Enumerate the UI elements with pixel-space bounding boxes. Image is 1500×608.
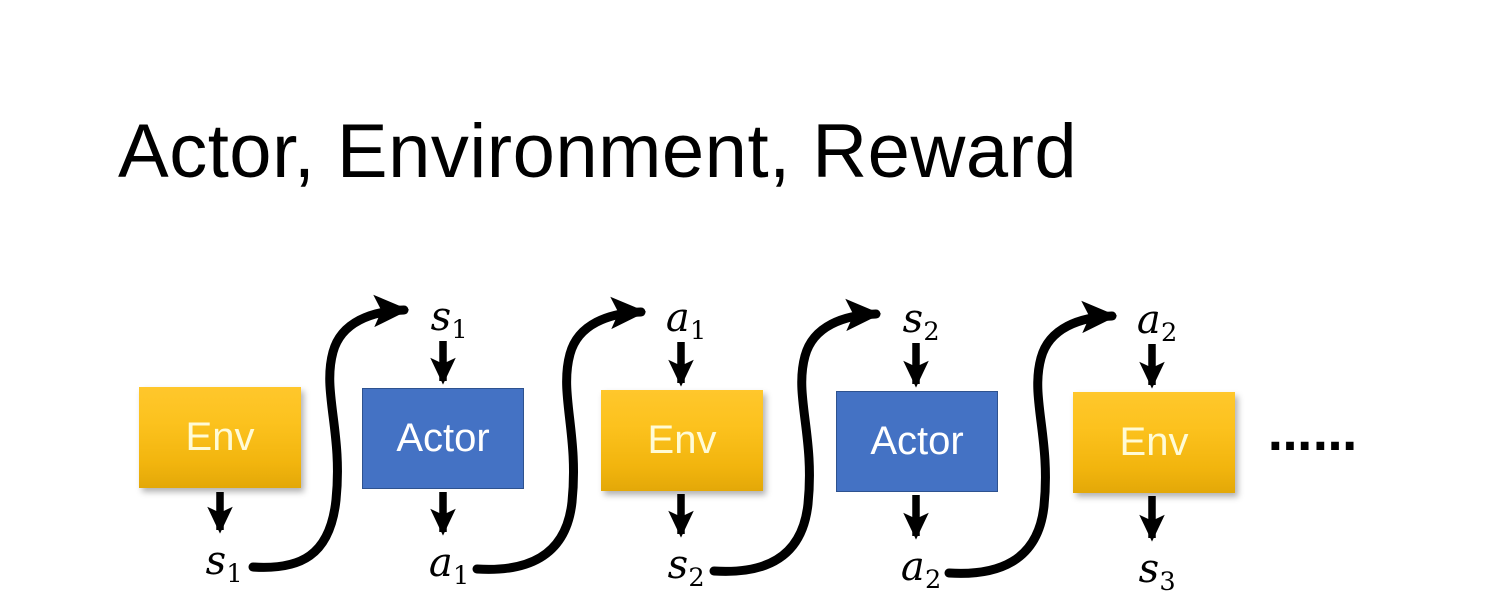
label-base: a <box>428 540 453 586</box>
curve-s1-to-actor1-input <box>248 294 410 572</box>
label-subscript: 2 <box>923 316 940 347</box>
label-subscript: 1 <box>226 558 243 589</box>
label-base: s <box>430 294 452 340</box>
label-to-node-arrows <box>430 341 1165 389</box>
label-subscript: 2 <box>925 564 942 595</box>
continuation-ellipsis: …… <box>1268 410 1358 461</box>
label-base: a <box>1136 297 1161 343</box>
label-base: s <box>902 296 924 342</box>
node-to-label-arrows <box>207 492 1165 542</box>
label-subscript: 1 <box>453 560 470 591</box>
node-env-1-label: Env <box>185 414 255 459</box>
label-base: s <box>205 538 227 584</box>
node-env-1[interactable]: Env <box>139 387 301 488</box>
label-subscript: 1 <box>690 315 707 346</box>
label-base: a <box>665 295 690 341</box>
node-env-3-label: Env <box>1119 419 1189 464</box>
label-state-s2-bottom: s2 <box>667 542 705 590</box>
curve-s2-to-actor2-input <box>709 298 882 576</box>
label-state-s3-bottom: s3 <box>1138 546 1176 594</box>
curve-a1-to-env2-input <box>472 296 647 574</box>
label-state-s1-top: s1 <box>430 294 468 342</box>
label-action-a1-top: a1 <box>665 295 706 343</box>
label-base: s <box>1138 546 1160 592</box>
curve-a2-to-env3-input <box>944 300 1118 578</box>
label-action-a1-bottom: a1 <box>428 540 469 588</box>
label-action-a2-bottom: a2 <box>900 544 941 592</box>
label-subscript: 2 <box>688 562 705 593</box>
label-subscript: 1 <box>451 314 468 345</box>
label-state-s2-top: s2 <box>902 296 940 344</box>
label-state-s1-bottom: s1 <box>205 538 243 586</box>
node-env-2-label: Env <box>647 417 717 462</box>
node-env-3[interactable]: Env <box>1073 392 1235 493</box>
node-env-2[interactable]: Env <box>601 390 763 491</box>
node-actor-1[interactable]: Actor <box>362 388 524 489</box>
node-actor-1-label: Actor <box>396 415 490 460</box>
label-base: a <box>900 544 925 590</box>
label-subscript: 2 <box>1161 317 1178 348</box>
page-title: Actor, Environment, Reward <box>118 109 1078 194</box>
label-action-a2-top: a2 <box>1136 297 1177 345</box>
feedback-curves <box>248 294 1118 578</box>
label-subscript: 3 <box>1159 566 1176 597</box>
node-actor-2-label: Actor <box>870 418 964 463</box>
node-actor-2[interactable]: Actor <box>836 391 998 492</box>
label-base: s <box>667 542 689 588</box>
